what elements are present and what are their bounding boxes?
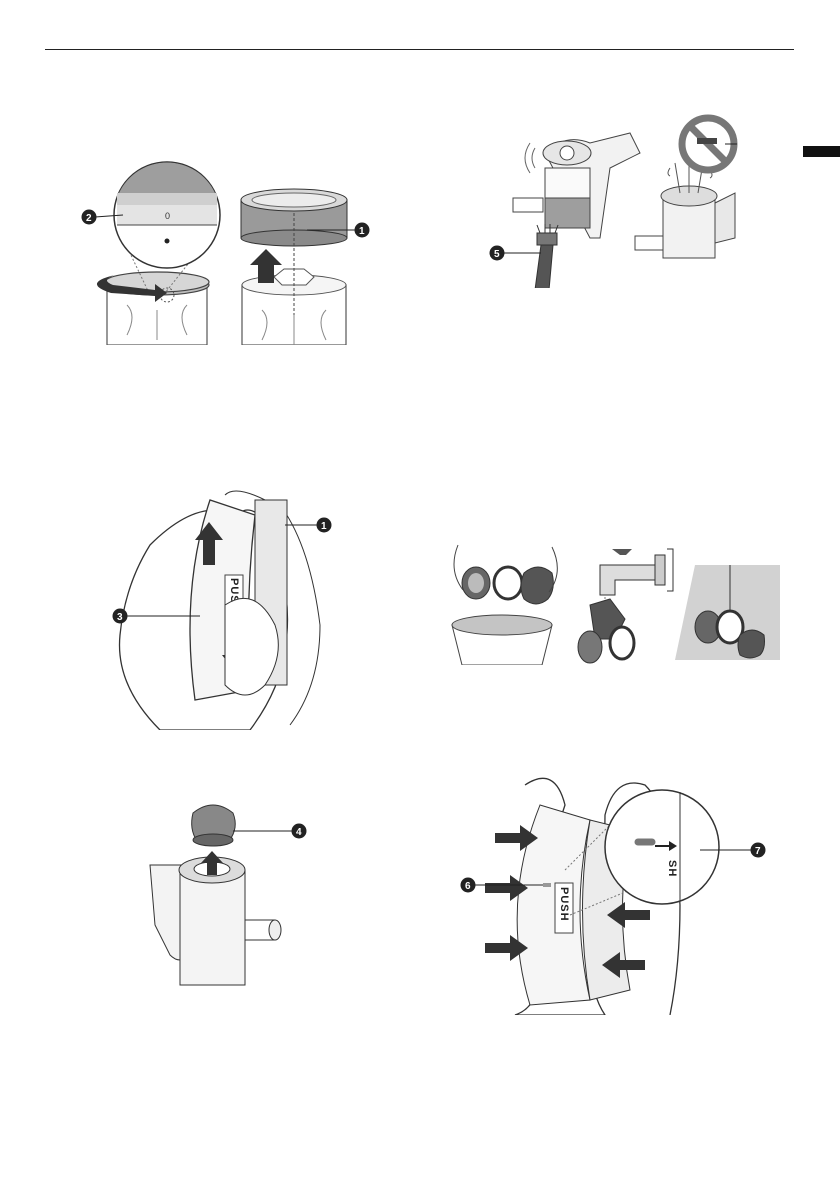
- cyclone-unit-icon: [150, 857, 281, 985]
- svg-text:2: 2: [86, 213, 92, 224]
- svg-text:3: 3: [117, 612, 123, 623]
- trash-bin-icon: [452, 545, 557, 665]
- callout-1: 1: [285, 518, 332, 533]
- svg-text:SH: SH: [666, 860, 678, 877]
- illustration-brush-no-wash: 5: [485, 108, 755, 288]
- faucet-icon: [578, 549, 673, 663]
- illustration-reassemble-cover: PUSH SH 6 7: [455, 765, 775, 1015]
- illustration-remove-cap-filter: 4: [125, 795, 325, 1000]
- cyclone-unit-wet: [635, 161, 735, 258]
- cap-filter-icon: [192, 805, 236, 846]
- dry-shade-icon: [675, 565, 780, 660]
- brush-icon: [535, 224, 558, 288]
- svg-text:0: 0: [165, 211, 170, 221]
- svg-text:1: 1: [359, 226, 365, 237]
- svg-text:5: 5: [494, 249, 500, 260]
- no-wash-prohibited-icon: [682, 118, 737, 170]
- illustration-hand-open-cover: PUSH 1 3: [105, 475, 345, 730]
- header-rule: [45, 49, 794, 50]
- svg-text:7: 7: [755, 846, 761, 857]
- callout-5: 5: [490, 246, 542, 261]
- illustration-clean-dry-filters: [440, 535, 785, 665]
- callout-4: 4: [233, 824, 307, 839]
- vacuum-handheld-icon: [513, 133, 640, 238]
- dust-bin-left: [105, 272, 209, 345]
- illustration-remove-cover: 0 2: [75, 155, 385, 345]
- svg-text:PUSH: PUSH: [558, 887, 570, 922]
- svg-text:4: 4: [296, 827, 302, 838]
- svg-text:6: 6: [465, 881, 471, 892]
- svg-text:1: 1: [321, 521, 327, 532]
- language-tab: [803, 146, 840, 157]
